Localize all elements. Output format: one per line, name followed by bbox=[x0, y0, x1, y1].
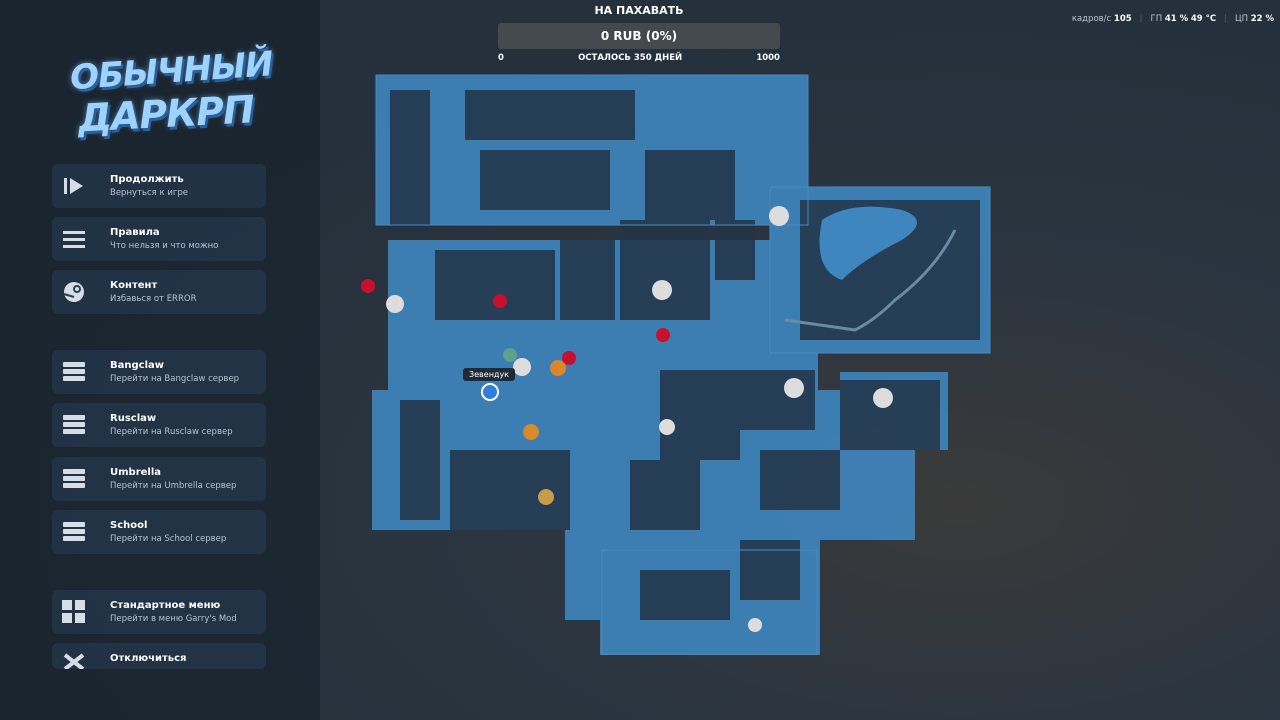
disconnect-button[interactable]: Отключиться bbox=[52, 643, 266, 669]
fps-label: кадров/с bbox=[1071, 14, 1112, 24]
disconnect-title: Отключиться bbox=[110, 653, 187, 664]
logo: ОБЫЧНЫЙ ДАРКРП bbox=[69, 44, 274, 144]
goal-max: 1000 bbox=[756, 53, 780, 63]
gun-marker-icon[interactable] bbox=[523, 424, 539, 440]
trash-marker-icon[interactable] bbox=[748, 618, 762, 632]
donation-goal: НА ПАХАВАТЬ 0 RUB (0%) 0 ОСТАЛОСЬ 350 ДН… bbox=[498, 4, 780, 63]
server-subtitle: Перейти на Umbrella сервер bbox=[110, 481, 237, 491]
player-marker-icon[interactable] bbox=[481, 383, 499, 401]
server-subtitle: Перейти на Bangclaw сервер bbox=[110, 374, 240, 384]
weed-marker-icon[interactable] bbox=[659, 419, 675, 435]
cpu-load: 22 % bbox=[1250, 14, 1274, 24]
gpu-load: 41 % bbox=[1164, 14, 1189, 24]
default-menu-subtitle: Перейти в меню Garry's Mod bbox=[110, 614, 237, 624]
fps-value: 105 bbox=[1113, 14, 1132, 24]
gpu-label: ГП bbox=[1150, 14, 1163, 24]
flag-marker-icon[interactable] bbox=[652, 280, 672, 300]
server-title: School bbox=[110, 520, 148, 531]
tool-marker-icon[interactable] bbox=[503, 348, 517, 362]
gpu-temp: 49 °C bbox=[1190, 14, 1217, 24]
map-markers bbox=[361, 206, 893, 632]
goal-remaining: ОСТАЛОСЬ 350 ДНЕЙ bbox=[578, 53, 683, 63]
museum-marker-icon[interactable] bbox=[386, 295, 404, 313]
bank-marker-icon[interactable] bbox=[562, 351, 576, 365]
rules-subtitle: Что нельзя и что можно bbox=[110, 241, 219, 251]
server-subtitle: Перейти на Rusclaw сервер bbox=[110, 427, 233, 437]
bank-marker-icon[interactable] bbox=[656, 328, 670, 342]
parking-marker-icon[interactable] bbox=[513, 358, 531, 376]
goal-min: 0 bbox=[498, 53, 504, 63]
server-icon bbox=[52, 415, 96, 435]
server-subtitle: Перейти на School сервер bbox=[110, 534, 227, 544]
cpu-label: ЦП bbox=[1234, 14, 1248, 24]
settings-marker-icon[interactable] bbox=[769, 206, 789, 226]
play-icon bbox=[52, 177, 96, 195]
perf-stats: кадров/с 105 | ГП 41 % 49 °C | ЦП 22 % bbox=[1071, 14, 1274, 24]
continue-subtitle: Вернуться к игре bbox=[110, 188, 188, 198]
menu-icon bbox=[52, 230, 96, 248]
server-icon bbox=[52, 362, 96, 382]
continue-title: Продолжить bbox=[110, 174, 184, 185]
server-icon bbox=[52, 522, 96, 542]
flag-marker-icon[interactable] bbox=[784, 378, 804, 398]
rules-title: Правила bbox=[110, 227, 160, 238]
server-title: Rusclaw bbox=[110, 413, 157, 424]
steam-icon bbox=[52, 281, 96, 303]
wrench-marker-icon[interactable] bbox=[538, 489, 554, 505]
server-title: Bangclaw bbox=[110, 360, 164, 371]
player-label: Зевендук bbox=[463, 368, 516, 381]
goal-progress-bar: 0 RUB (0%) bbox=[498, 23, 780, 49]
logo-line2: ДАРКРП bbox=[76, 87, 255, 141]
server-title: Umbrella bbox=[110, 467, 162, 478]
bank-marker-icon[interactable] bbox=[493, 294, 507, 308]
close-icon bbox=[52, 653, 96, 669]
bank-marker-icon[interactable] bbox=[361, 279, 375, 293]
map[interactable] bbox=[360, 70, 1000, 670]
content-subtitle: Избавься от ERROR bbox=[110, 294, 197, 304]
default-menu-title: Стандартное меню bbox=[110, 600, 221, 611]
goal-title: НА ПАХАВАТЬ bbox=[594, 4, 684, 17]
goal-amount: 0 RUB (0%) bbox=[600, 29, 678, 43]
content-title: Контент bbox=[110, 280, 158, 291]
pickaxe-marker-icon[interactable] bbox=[873, 388, 893, 408]
gun-marker-icon[interactable] bbox=[550, 360, 566, 376]
server-icon bbox=[52, 469, 96, 489]
grid-icon bbox=[52, 600, 96, 624]
